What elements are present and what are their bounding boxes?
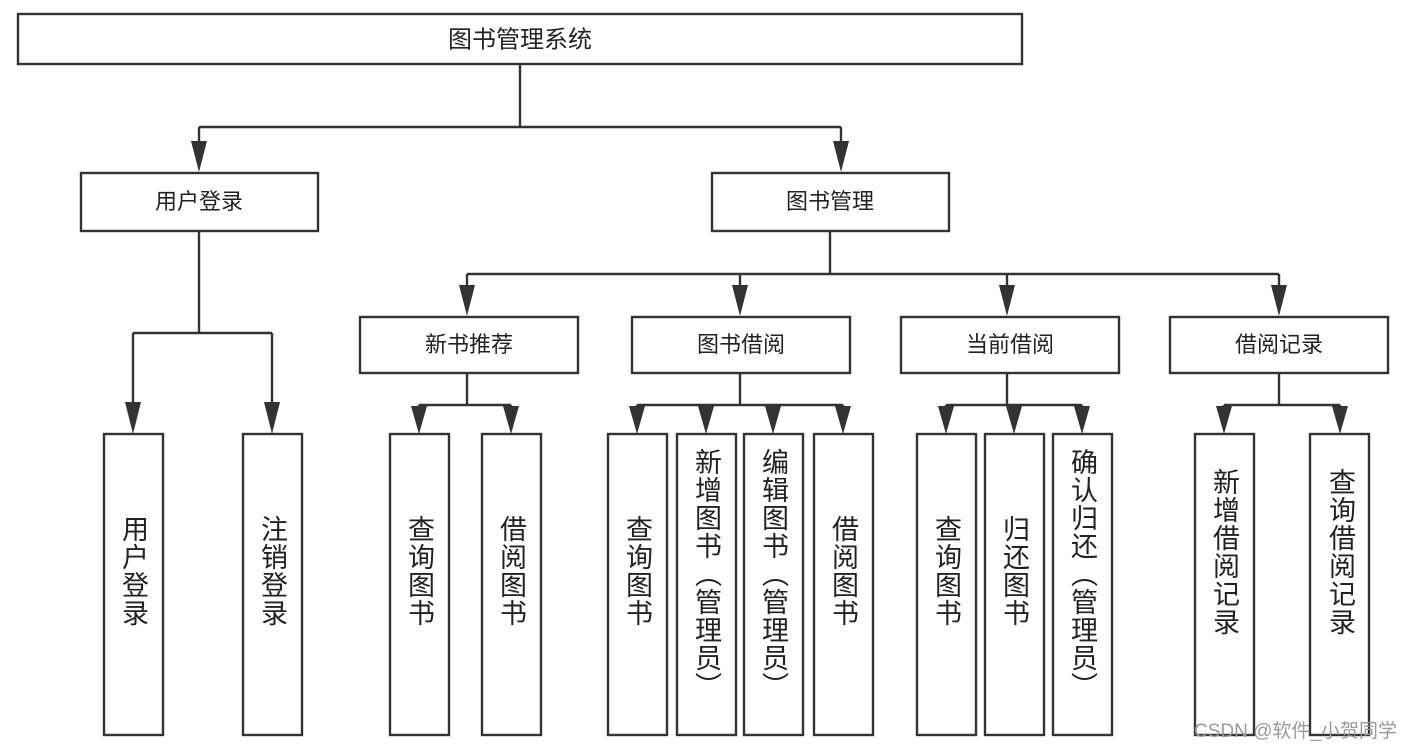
connector-borrowrecord-to-leaves xyxy=(1216,373,1348,434)
node-label-book-management: 图书管理 xyxy=(786,189,874,214)
node-new-book-recommend[interactable]: 新书推荐 xyxy=(358,315,580,375)
node-label-book-borrow: 图书借阅 xyxy=(697,332,785,357)
node-label-borrow-record: 借阅记录 xyxy=(1235,332,1323,357)
connector-bookborrow-to-leaves xyxy=(629,373,851,434)
leaf-box-user-login[interactable] xyxy=(102,432,165,737)
node-book-management[interactable]: 图书管理 xyxy=(710,171,951,233)
leaf-box-query-book-3[interactable] xyxy=(915,432,978,737)
node-label-current-borrow: 当前借阅 xyxy=(966,332,1054,357)
leaf-box-logout-login[interactable] xyxy=(241,432,304,737)
watermark-text: CSDN @软件_小贺同学 xyxy=(1194,721,1397,742)
connector-newbook-to-leaves xyxy=(411,373,519,434)
leaf-box-edit-book-admin[interactable] xyxy=(742,432,805,737)
connector-userlogin-to-leaves xyxy=(125,231,280,434)
leaf-box-borrow-book-2[interactable] xyxy=(812,432,875,737)
node-label-user-login: 用户登录 xyxy=(155,189,243,214)
node-user-login[interactable]: 用户登录 xyxy=(79,171,320,233)
node-label-new-book-recommend: 新书推荐 xyxy=(425,332,513,357)
node-label-root: 图书管理系统 xyxy=(448,26,592,53)
connector-currentborrow-to-leaves xyxy=(938,373,1090,434)
leaf-box-query-book-1[interactable] xyxy=(388,432,451,737)
leaf-box-return-book[interactable] xyxy=(983,432,1046,737)
leaf-box-query-book-2[interactable] xyxy=(606,432,669,737)
node-book-borrow[interactable]: 图书借阅 xyxy=(630,315,852,375)
leaf-box-add-book-admin[interactable] xyxy=(675,432,738,737)
node-borrow-record[interactable]: 借阅记录 xyxy=(1168,315,1390,375)
node-book-management-system[interactable]: 图书管理系统 xyxy=(16,12,1024,66)
leaf-box-add-borrow-record[interactable] xyxy=(1193,432,1256,737)
leaf-box-borrow-book-1[interactable] xyxy=(480,432,543,737)
connector-root-to-level2 xyxy=(191,64,849,172)
connector-bookmgmt-to-level3 xyxy=(459,231,1287,316)
leaf-box-confirm-return-admin[interactable] xyxy=(1051,432,1114,737)
node-current-borrow[interactable]: 当前借阅 xyxy=(899,315,1121,375)
leaf-box-query-borrow-record[interactable] xyxy=(1308,432,1371,737)
